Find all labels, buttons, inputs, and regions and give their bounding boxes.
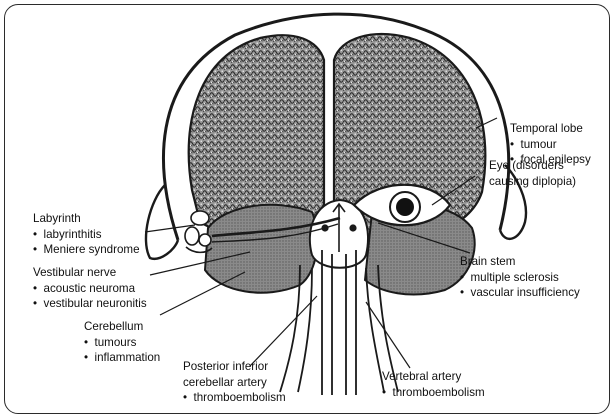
- temporal-lobe-item: tumour: [510, 137, 591, 153]
- eye-title-line2: causing diplopia): [489, 174, 576, 190]
- label-vestibular-nerve: Vestibular nerve acoustic neuroma vestib…: [33, 265, 147, 312]
- cerebellum-title: Cerebellum: [84, 319, 160, 335]
- vestibular-nerve-item: acoustic neuroma: [33, 281, 147, 297]
- brain-stem-item: multiple sclerosis: [460, 270, 580, 286]
- cerebellum-item: tumours: [84, 335, 160, 351]
- pica-item: thromboembolism: [183, 390, 286, 406]
- vestibular-nerve-item: vestibular neuronitis: [33, 296, 147, 312]
- labyrinth-item: labyrinthitis: [33, 227, 140, 243]
- label-labyrinth: Labyrinth labyrinthitis Meniere syndrome: [33, 211, 140, 258]
- vertebral-artery-item: thromboembolism: [382, 385, 485, 401]
- pica-title-line1: Posterior inferior: [183, 359, 286, 375]
- label-brain-stem: Brain stem multiple sclerosis vascular i…: [460, 254, 580, 301]
- cerebellum-item: inflammation: [84, 350, 160, 366]
- label-cerebellum: Cerebellum tumours inflammation: [84, 319, 160, 366]
- labyrinth-title: Labyrinth: [33, 211, 140, 227]
- pica-title-line2: cerebellar artery: [183, 375, 286, 391]
- eye-title-line1: Eye (disorders: [489, 158, 576, 174]
- label-eye: Eye (disorders causing diplopia): [489, 158, 576, 189]
- temporal-lobe-title: Temporal lobe: [510, 121, 591, 137]
- eye-pupil: [396, 198, 414, 216]
- labyrinth-item: Meniere syndrome: [33, 242, 140, 258]
- label-vertebral-artery: Vertebral artery thromboembolism: [382, 369, 485, 400]
- vertebral-artery-title: Vertebral artery: [382, 369, 485, 385]
- label-pica: Posterior inferior cerebellar artery thr…: [183, 359, 286, 406]
- brain-stem-item: vascular insufficiency: [460, 285, 580, 301]
- brain-stem-title: Brain stem: [460, 254, 580, 270]
- vestibular-nerve-title: Vestibular nerve: [33, 265, 147, 281]
